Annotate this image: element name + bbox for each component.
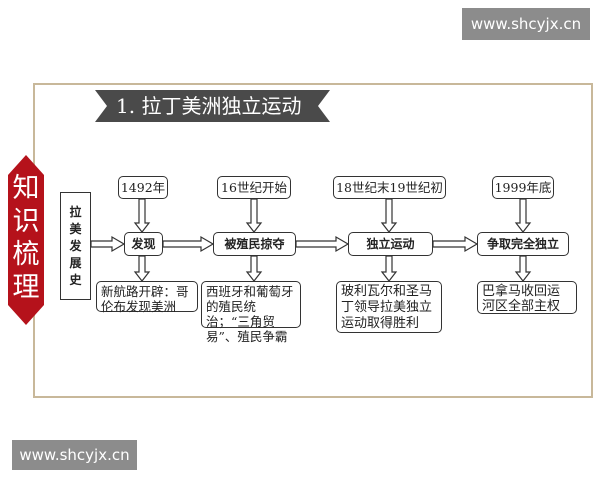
arrow-down [245, 198, 263, 233]
arrow-right [162, 235, 215, 253]
time-box: 1999年底 [492, 176, 554, 199]
title: 1. 拉丁美洲独立运动 [116, 94, 302, 118]
desc-box: 新航路开辟：哥伦布发现美洲 [96, 281, 198, 314]
root-box: 拉美发展史 [60, 192, 91, 300]
stage-box: 争取完全独立 [477, 232, 569, 256]
time-box: 18世纪末19世纪初 [333, 176, 446, 199]
arrow-down [514, 255, 532, 282]
watermark-bottom: www.shcyjx.cn [12, 440, 137, 470]
time-box: 16世纪开始 [217, 176, 291, 199]
watermark-top: www.shcyjx.cn [462, 8, 590, 40]
arrow-down [133, 198, 151, 233]
arrow-down [380, 255, 398, 282]
arrow-right [295, 235, 350, 253]
stage-box: 独立运动 [348, 232, 433, 256]
time-box: 1492年 [118, 176, 168, 199]
badge-text: 知识梳理 [12, 173, 40, 303]
arrow-right [432, 235, 479, 253]
stage-box: 发现 [124, 232, 163, 256]
stage-box: 被殖民掠夺 [213, 232, 296, 256]
arrow-down [133, 255, 151, 282]
desc-box: 巴拿马收回运河区全部主权 [477, 281, 577, 314]
desc-box: 西班牙和葡萄牙的殖民统治；“三角贸易”、殖民争霸 [201, 281, 301, 344]
arrow-down [514, 198, 532, 233]
arrow-down [380, 198, 398, 233]
title-banner [95, 90, 330, 122]
arrow-down [245, 255, 263, 282]
badge-shape [8, 155, 44, 325]
arrow-right [90, 235, 126, 253]
desc-box: 玻利瓦尔和圣马丁领导拉美独立运动取得胜利 [336, 281, 442, 333]
